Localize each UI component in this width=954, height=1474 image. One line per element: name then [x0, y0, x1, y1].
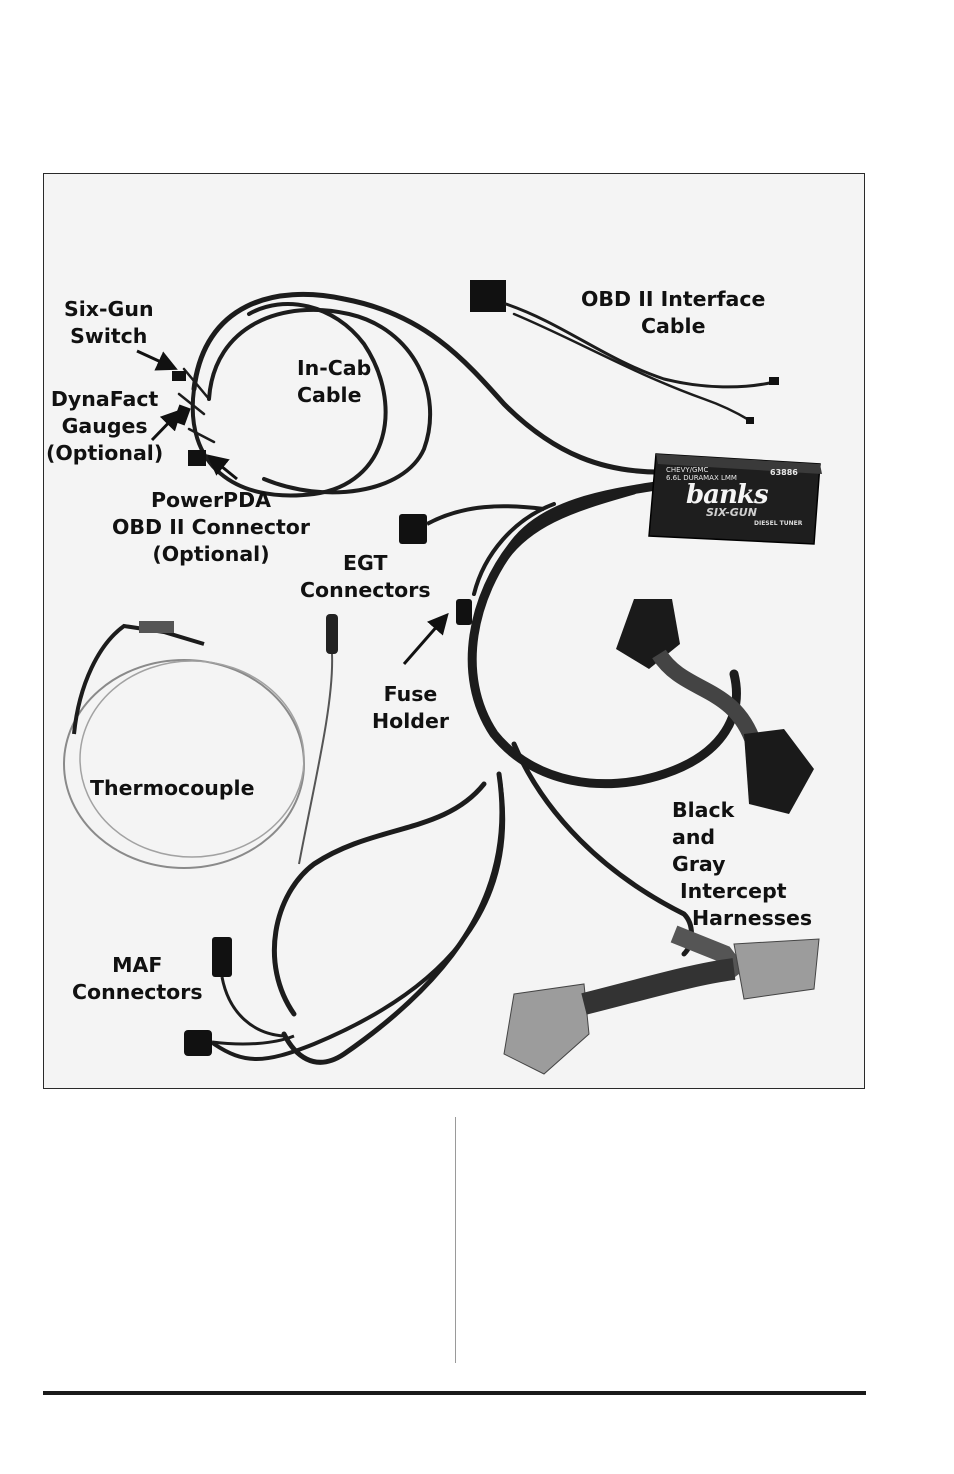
module-part-no: 63886: [770, 468, 798, 477]
six-gun-switch-connector: [172, 371, 186, 381]
fuse-holder: [456, 599, 472, 625]
callout-obd-interface-cable: OBD II Interface Cable: [581, 286, 765, 340]
footer-rule: [43, 1391, 866, 1395]
thermocouple: [64, 614, 338, 868]
callout-intercept-harnesses: Black and Gray Intercept Harnesses: [672, 797, 812, 932]
callout-powerpda-connector: PowerPDA OBD II Connector (Optional): [112, 487, 310, 568]
callout-fuse-holder: Fuse Holder: [372, 681, 449, 735]
figure-frame: CHEVY/GMC 6.6L DURAMAX LMM 63886 banks S…: [43, 173, 865, 1089]
callout-thermocouple: Thermocouple: [90, 775, 254, 802]
callout-dynafact-gauges: DynaFact Gauges (Optional): [46, 386, 163, 467]
module-product-logo: SIX-GUN: [706, 506, 757, 519]
callout-maf-connectors: MAF Connectors: [72, 952, 203, 1006]
callout-six-gun-switch: Six-Gun Switch: [64, 296, 154, 350]
module-subtitle: DIESEL TUNER: [754, 520, 802, 527]
module-label: CHEVY/GMC 6.6L DURAMAX LMM 63886 banks S…: [658, 466, 818, 536]
intercept-connector-gray: [504, 934, 819, 1074]
callout-in-cab-cable: In-Cab Cable: [297, 355, 371, 409]
column-divider: [455, 1117, 456, 1363]
module-model-line1: CHEVY/GMC: [666, 466, 708, 474]
powerpda-obd-connector: [188, 450, 206, 466]
callout-egt-connectors: EGT Connectors: [300, 550, 431, 604]
